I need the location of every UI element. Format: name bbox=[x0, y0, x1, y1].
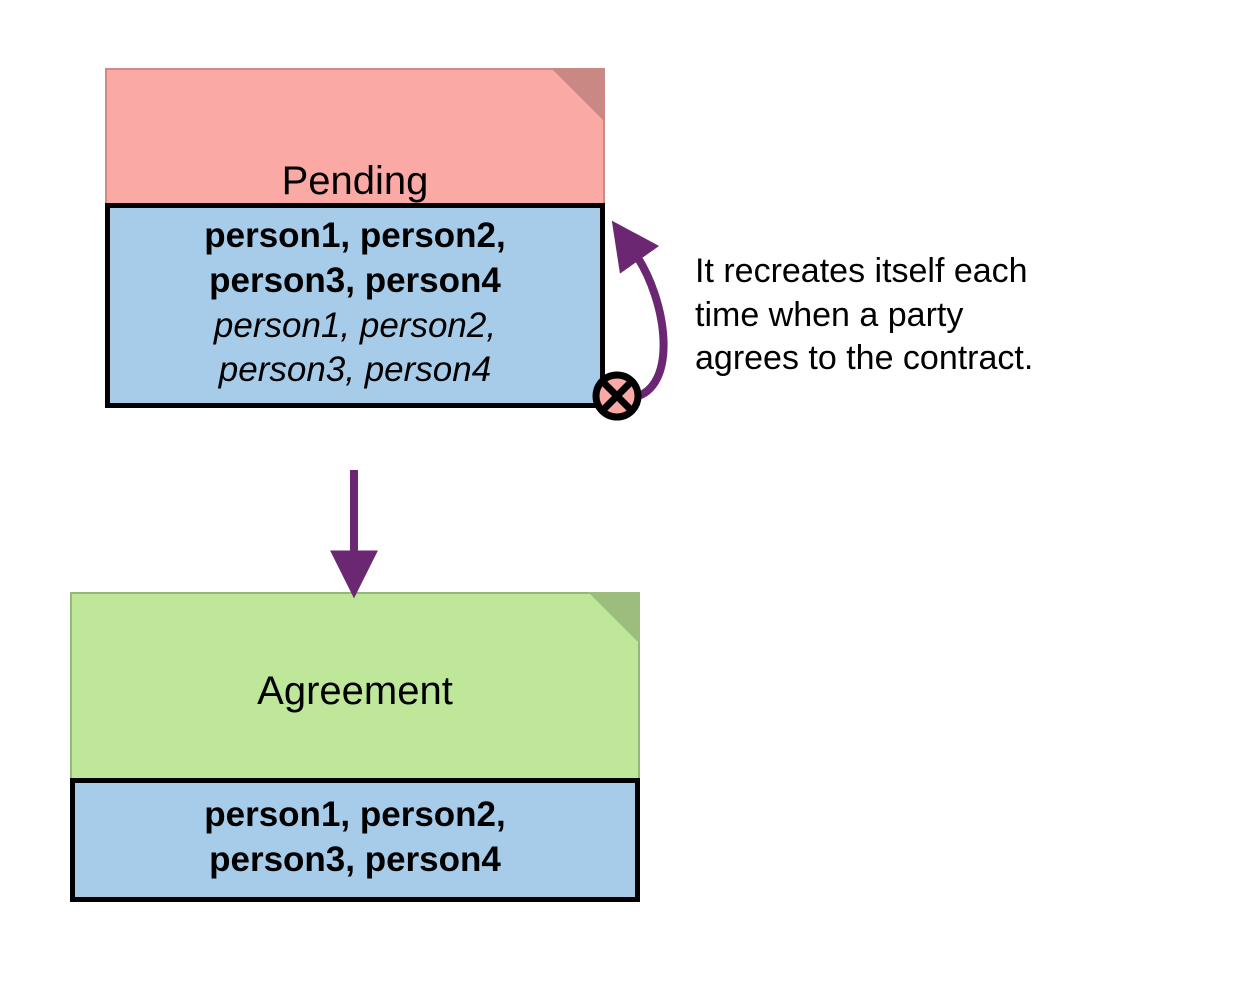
pending-participants-bold-line-2: person3, person4 bbox=[209, 260, 501, 300]
annotation-line-3: agrees to the contract. bbox=[695, 339, 1034, 378]
edge-self-loop bbox=[592, 220, 668, 421]
agreement-title: Agreement bbox=[257, 669, 453, 713]
agreement-header: Agreement bbox=[70, 592, 640, 778]
edge-self-loop-path bbox=[611, 220, 668, 402]
annotation-line-2: time when a party bbox=[695, 295, 964, 334]
node-pending[interactable]: Pending person1, person2, person3, perso… bbox=[105, 68, 605, 409]
annotation-line-1: It recreates itself each bbox=[695, 252, 1028, 290]
pending-participants-body: person1, person2, person3, person4 perso… bbox=[105, 203, 605, 409]
agreement-participants-bold-line-1: person1, person2, bbox=[204, 795, 506, 834]
page-fold-corner-icon bbox=[588, 592, 640, 644]
agreement-participants-body: person1, person2, person3, person4 bbox=[70, 778, 640, 902]
pending-participants-italic-line-1: person1, person2, bbox=[213, 305, 497, 345]
page-fold-corner-icon bbox=[551, 68, 605, 122]
pending-header: Pending bbox=[105, 68, 605, 203]
pending-participants-bold-line-1: person1, person2, bbox=[204, 216, 506, 255]
pending-title: Pending bbox=[281, 159, 429, 203]
self-loop-annotation: It recreates itself each time when a par… bbox=[695, 250, 1125, 381]
pending-participants-italic-line-2: person3, person4 bbox=[218, 350, 492, 390]
node-agreement[interactable]: Agreement person1, person2, person3, per… bbox=[70, 592, 640, 902]
agreement-participants-bold-line-2: person3, person4 bbox=[209, 839, 501, 879]
